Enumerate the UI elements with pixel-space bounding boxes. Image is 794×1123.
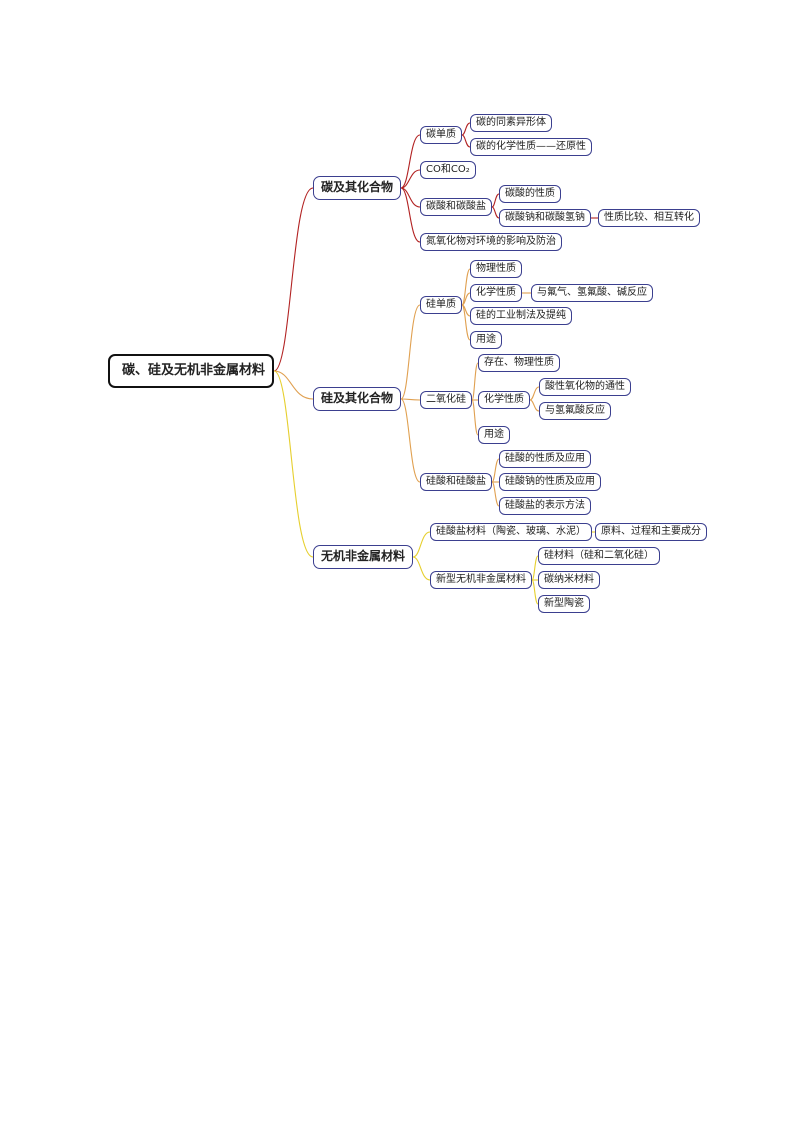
silicate-materials-detail-node[interactable]: 原料、过程和主要成分 xyxy=(595,523,707,541)
carbon-chemical-property-node[interactable]: 碳的化学性质——还原性 xyxy=(470,138,592,156)
silicates-node[interactable]: 硅酸和硅酸盐 xyxy=(420,473,492,491)
carbonate-comparison-node[interactable]: 性质比较、相互转化 xyxy=(598,209,700,227)
silicon-dioxide-node[interactable]: 二氧化硅 xyxy=(420,391,472,409)
silicate-materials-node[interactable]: 硅酸盐材料（陶瓷、玻璃、水泥） xyxy=(430,523,592,541)
connector-22 xyxy=(471,399,479,436)
connector-10 xyxy=(491,206,500,219)
silicon-compounds-node[interactable]: 硅及其化合物 xyxy=(313,387,402,411)
silicon-production-node[interactable]: 硅的工业制法及提纯 xyxy=(470,307,572,325)
carbonates-node[interactable]: 碳酸和碳酸盐 xyxy=(420,198,492,216)
co-co2-node[interactable]: CO和CO₂ xyxy=(420,161,476,179)
sio2-uses-node[interactable]: 用途 xyxy=(478,426,510,444)
connector-15 xyxy=(461,268,471,306)
connector-27 xyxy=(491,481,500,507)
carbonic-acid-properties-node[interactable]: 碳酸的性质 xyxy=(499,185,561,203)
silicic-acid-node[interactable]: 硅酸的性质及应用 xyxy=(499,450,591,468)
connector-2 xyxy=(273,370,314,558)
sodium-carbonates-node[interactable]: 碳酸钠和碳酸氢钠 xyxy=(499,209,591,227)
connector-13 xyxy=(400,398,421,401)
connector-6 xyxy=(400,187,421,243)
connector-28 xyxy=(412,531,431,558)
hf-reaction-node[interactable]: 与氢氟酸反应 xyxy=(539,402,611,420)
silicon-chemical-properties-node[interactable]: 化学性质 xyxy=(470,284,522,302)
connector-14 xyxy=(400,398,421,483)
connector-12 xyxy=(400,304,421,400)
connector-0 xyxy=(273,187,314,372)
inorganic-materials-node[interactable]: 无机非金属材料 xyxy=(313,545,414,569)
connector-18 xyxy=(461,304,471,341)
carbon-nano-node[interactable]: 碳纳米材料 xyxy=(538,571,600,589)
connector-9 xyxy=(491,193,500,208)
connector-25 xyxy=(491,458,500,483)
nox-environment-node[interactable]: 氮氧化物对环境的影响及防治 xyxy=(420,233,562,251)
root-node[interactable]: 碳、硅及无机非金属材料 xyxy=(108,354,274,388)
connector-23 xyxy=(529,386,540,401)
silicon-material-node[interactable]: 硅材料（硅和二氧化硅） xyxy=(538,547,660,565)
sio2-chemical-properties-node[interactable]: 化学性质 xyxy=(478,391,530,409)
connector-1 xyxy=(273,370,314,400)
sodium-silicate-node[interactable]: 硅酸钠的性质及应用 xyxy=(499,473,601,491)
connector-31 xyxy=(531,555,539,581)
connector-24 xyxy=(529,399,540,412)
silicate-representation-node[interactable]: 硅酸盐的表示方法 xyxy=(499,497,591,515)
connector-8 xyxy=(461,134,471,148)
connector-7 xyxy=(461,122,471,136)
new-ceramics-node[interactable]: 新型陶瓷 xyxy=(538,595,590,613)
connector-29 xyxy=(412,556,431,581)
connector-3 xyxy=(400,134,421,189)
silicon-simple-substance-node[interactable]: 硅单质 xyxy=(420,296,462,314)
sio2-existence-node[interactable]: 存在、物理性质 xyxy=(478,354,560,372)
connector-33 xyxy=(531,579,539,605)
silicon-physical-properties-node[interactable]: 物理性质 xyxy=(470,260,522,278)
carbon-simple-substance-node[interactable]: 碳单质 xyxy=(420,126,462,144)
new-materials-node[interactable]: 新型无机非金属材料 xyxy=(430,571,532,589)
silicon-uses-node[interactable]: 用途 xyxy=(470,331,502,349)
carbon-allotropes-node[interactable]: 碳的同素异形体 xyxy=(470,114,552,132)
connector-4 xyxy=(400,169,421,189)
carbon-compounds-node[interactable]: 碳及其化合物 xyxy=(313,176,402,200)
silicon-reactions-node[interactable]: 与氟气、氢氟酸、碱反应 xyxy=(531,284,653,302)
acidic-oxide-node[interactable]: 酸性氧化物的通性 xyxy=(539,378,631,396)
connector-20 xyxy=(471,362,479,401)
